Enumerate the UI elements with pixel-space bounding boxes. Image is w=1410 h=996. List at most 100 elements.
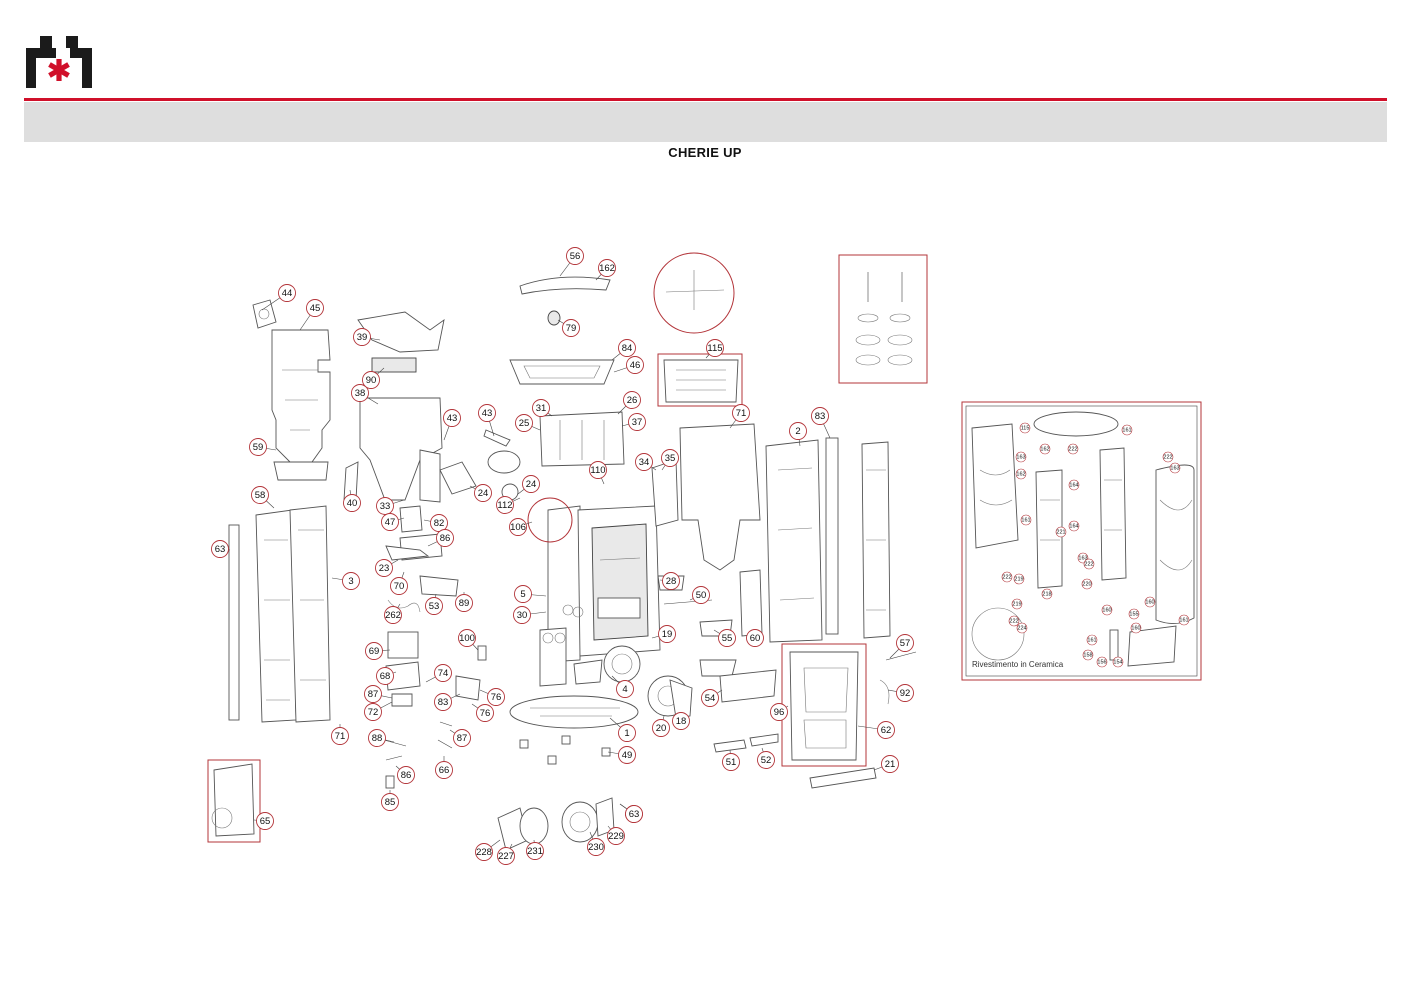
inset-callout-161: 161	[1178, 614, 1190, 626]
callout-110: 110	[589, 461, 607, 485]
inset-callout-label: 219	[1014, 576, 1023, 582]
inset-callout-163: 163	[1015, 451, 1027, 463]
callout-label: 47	[385, 517, 396, 528]
callout-label: 72	[368, 707, 379, 718]
callout-label: 45	[310, 303, 321, 314]
callout-71: 71	[729, 404, 750, 429]
inset-callout-219: 219	[1013, 573, 1025, 585]
company-logo-icon	[26, 36, 92, 88]
callout-label: 49	[622, 750, 633, 761]
inset-callout-label: 160	[1145, 599, 1154, 605]
callout-18: 18	[672, 712, 690, 730]
callout-label: 65	[260, 816, 271, 827]
inset-callout-161: 161	[1020, 514, 1032, 526]
callout-87: 87	[364, 685, 393, 703]
callout-label: 76	[491, 692, 502, 703]
inset-callout-label: 219	[1012, 601, 1021, 607]
callout-82: 82	[423, 514, 448, 532]
callout-68: 68	[376, 667, 397, 685]
callout-1: 1	[609, 717, 636, 742]
callout-40: 40	[343, 489, 361, 512]
hopper-parts	[343, 311, 487, 789]
inset-callout-221: 221	[1055, 526, 1067, 538]
callout-21: 21	[873, 755, 899, 773]
callout-label: 71	[335, 731, 346, 742]
callout-106: 106	[509, 518, 533, 536]
callout-54: 54	[701, 689, 723, 707]
callout-label: 230	[588, 842, 604, 853]
callout-label: 5	[520, 589, 525, 600]
callout-50: 50	[689, 586, 710, 604]
callout-label: 227	[498, 851, 514, 862]
callout-label: 76	[480, 708, 491, 719]
callout-label: 26	[627, 395, 638, 406]
callout-label: 63	[215, 544, 226, 555]
callout-label: 69	[369, 646, 380, 657]
inset-callout-label: 164	[1069, 482, 1078, 488]
callout-25: 25	[515, 414, 541, 432]
inset-callout-218: 218	[1041, 588, 1053, 600]
callout-4: 4	[611, 675, 634, 698]
callout-24: 24	[469, 484, 492, 502]
callout-49: 49	[607, 746, 636, 764]
callout-label: 92	[900, 688, 911, 699]
callout-39: 39	[353, 328, 381, 346]
header-band	[24, 102, 1387, 142]
callout-label: 51	[726, 757, 737, 768]
callout-label: 62	[881, 725, 892, 736]
inset-callout-label: 222	[1084, 561, 1093, 567]
callout-55: 55	[713, 629, 736, 647]
callout-74: 74	[425, 664, 452, 683]
header-red-rule	[24, 98, 1387, 101]
callout-262: 262	[384, 603, 402, 624]
callout-label: 83	[438, 697, 449, 708]
inset-callout-160: 160	[1101, 604, 1113, 616]
callout-88: 88	[368, 729, 395, 747]
inset-callout-154: 154	[1112, 656, 1124, 668]
inset-callout-label: 163	[1016, 454, 1025, 460]
callout-label: 83	[815, 411, 826, 422]
callout-label: 33	[380, 501, 391, 512]
callout-231: 231	[526, 839, 544, 860]
inset-callout-224: 224	[1016, 622, 1028, 634]
callout-label: 34	[639, 457, 650, 468]
inset-callout-label: 163	[1170, 465, 1179, 471]
inset-callout-155: 155	[1128, 608, 1140, 620]
callout-86: 86	[427, 529, 454, 547]
callout-43: 43	[443, 409, 461, 441]
callout-label: 89	[459, 598, 470, 609]
inset-callout-164: 164	[1068, 520, 1080, 532]
callout-57: 57	[889, 634, 914, 659]
callout-37: 37	[621, 413, 646, 431]
callout-label: 59	[253, 442, 264, 453]
inset-callout-label: 161	[1021, 517, 1030, 523]
callout-label: 87	[368, 689, 379, 700]
inset-callout-222: 222	[1067, 443, 1079, 455]
callout-53: 53	[425, 593, 443, 615]
inset-callout-160: 160	[1130, 622, 1142, 634]
callout-label: 87	[457, 733, 468, 744]
callout-label: 112	[497, 500, 512, 511]
callout-62: 62	[857, 721, 895, 739]
callout-label: 54	[705, 693, 716, 704]
callout-28: 28	[659, 572, 680, 590]
callout-label: 44	[282, 288, 293, 299]
inset-callout-161: 161	[1121, 424, 1133, 436]
inset-callout-label: 158	[1083, 652, 1092, 658]
callout-230: 230	[587, 831, 605, 856]
callout-label: 53	[429, 601, 440, 612]
callout-20: 20	[652, 715, 670, 737]
callout-label: 63	[629, 809, 640, 820]
inset-callout-156: 156	[1096, 656, 1108, 668]
callout-label: 40	[347, 498, 358, 509]
callout-label: 110	[590, 465, 605, 476]
callout-96: 96	[770, 703, 789, 721]
inset-callout-label: 161	[1087, 637, 1096, 643]
callout-83: 83	[811, 407, 831, 439]
callout-label: 68	[380, 671, 391, 682]
callout-label: 25	[519, 418, 530, 429]
inset-callout-label: 222	[1002, 574, 1011, 580]
callout-44: 44	[261, 284, 296, 311]
inset-callout-label: 222	[1009, 618, 1018, 624]
